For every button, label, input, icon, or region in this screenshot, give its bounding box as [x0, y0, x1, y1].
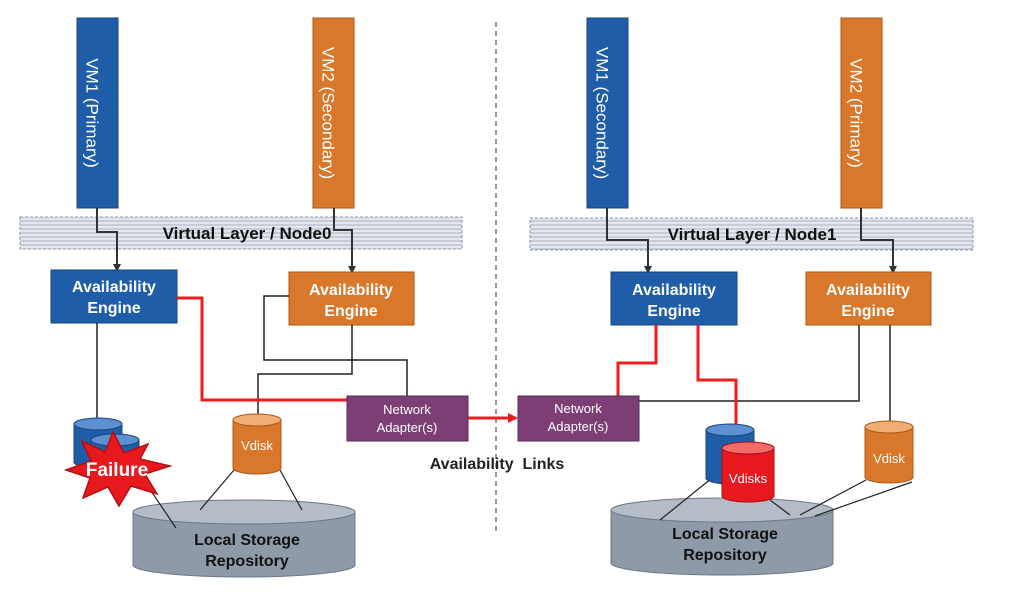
node1-vm2-box: VM2 (Primary): [840, 17, 883, 209]
node1-repository-line1: Local Storage: [672, 526, 778, 543]
node0-vm1-label: VM1 (Primary): [83, 58, 102, 168]
node1-vdisk-label: Vdisk: [873, 451, 905, 466]
node0-vm1-box: VM1 (Primary): [76, 17, 119, 209]
node1-vm1-box: VM1 (Secondary): [586, 17, 629, 209]
node1-vdisk-cylinder: Vdisk: [864, 420, 914, 484]
node0-red-link: [177, 296, 347, 402]
node0-vdisk-label: Vdisk: [241, 438, 273, 453]
node0-engine-right-to-vdisk: [257, 325, 353, 415]
node1-engine-left-line2: Engine: [647, 303, 700, 320]
node0-repository-line2: Repository: [205, 553, 289, 570]
node1-engine-left: Availability Engine: [610, 271, 738, 326]
node1-repository-line2: Repository: [683, 547, 767, 564]
node0-engine-right-line2: Engine: [324, 303, 377, 320]
node0-network-line2: Adapter(s): [377, 420, 438, 435]
node1-engine-right-to-network: [638, 325, 860, 402]
node1-vdisks-cylinder: Vdisks: [721, 441, 775, 503]
node0-engine-right: Availability Engine: [288, 271, 415, 326]
node1-red-link-vdisks: [696, 325, 738, 444]
node0-vm2-label: VM2 (Secondary): [319, 47, 338, 179]
node1-vdisks-to-repo-a: [659, 477, 713, 521]
node1-vm1-label: VM1 (Secondary): [593, 47, 612, 179]
node0-repository-line1: Local Storage: [194, 532, 300, 549]
node0-virtual-layer: Virtual Layer / Node0: [19, 216, 463, 250]
node1-network-line2: Adapter(s): [548, 419, 609, 434]
node0-vdisk-to-repo-b: [279, 469, 303, 511]
node0-engine-left-line1: Availability: [72, 279, 156, 296]
availability-links-label: Availability Links: [430, 456, 565, 473]
node0-engine-right-to-network: [263, 295, 408, 396]
node1-vdisk-to-repo-b: [814, 481, 913, 517]
node1-network-adapter: Network Adapter(s): [517, 395, 640, 442]
node1-vm2-label: VM2 (Primary): [847, 58, 866, 168]
node1-storage-repository: Local Storage Repository: [610, 497, 834, 576]
node1-vm1-arrow: [606, 208, 652, 274]
node0-virtual-layer-label: Virtual Layer / Node0: [163, 224, 332, 243]
node1-red-link-network: [616, 325, 658, 396]
node0-engine-left-line2: Engine: [87, 300, 140, 317]
node1-engine-right-line2: Engine: [841, 303, 894, 320]
node1-virtual-layer: Virtual Layer / Node1: [529, 217, 974, 251]
node1-engine-left-line1: Availability: [632, 282, 716, 299]
node1-group: VM1 (Secondary) VM2 (Primary) Virtual La…: [517, 17, 974, 576]
failure-starburst-icon: Failure: [63, 430, 173, 508]
node0-group: VM1 (Primary) VM2 (Secondary) Virtual La…: [19, 17, 469, 578]
node1-vm2-arrow: [860, 208, 897, 274]
failure-label: Failure: [86, 460, 148, 481]
node1-vdisk-to-repo-a: [799, 479, 867, 516]
node0-engine-left: Availability Engine: [50, 269, 178, 324]
node0-vdisk-to-repo-a: [199, 469, 235, 511]
node1-vdisks-to-repo-b: [769, 499, 791, 516]
node0-vm1-arrow: [96, 208, 121, 272]
node1-network-line1: Network: [554, 401, 602, 416]
node0-network-adapter: Network Adapter(s): [346, 395, 469, 442]
node0-vm2-box: VM2 (Secondary): [312, 17, 355, 209]
node0-vdisk-cylinder: Vdisk: [232, 413, 282, 475]
node0-vm2-arrow: [333, 208, 356, 274]
node1-engine-right: Availability Engine: [805, 271, 932, 326]
node1-virtual-layer-label: Virtual Layer / Node1: [668, 225, 837, 244]
node1-engine-right-line1: Availability: [826, 282, 910, 299]
node0-network-line1: Network: [383, 402, 431, 417]
node0-storage-repository: Local Storage Repository: [132, 499, 356, 578]
node1-vdisks-label: Vdisks: [729, 471, 768, 486]
node0-engine-right-line1: Availability: [309, 282, 393, 299]
